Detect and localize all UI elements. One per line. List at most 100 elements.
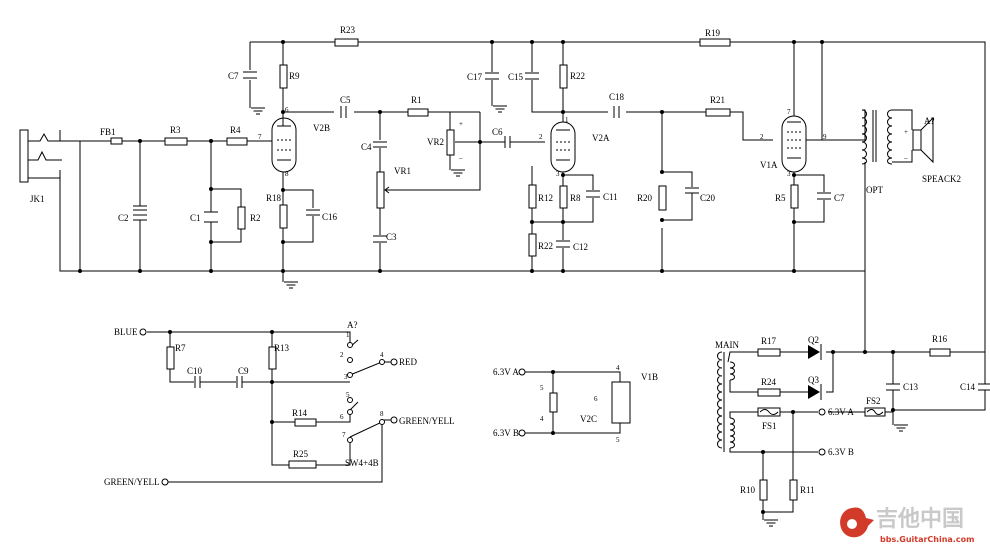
c14-label: C14 [960, 382, 976, 392]
capacitor-c11 [586, 190, 600, 198]
capacitor-c10 [194, 376, 201, 388]
resistor-r19 [699, 38, 731, 47]
vr2-minus: – [458, 154, 463, 162]
sw-pin5: 5 [346, 391, 350, 399]
capacitor-c15 [525, 72, 539, 80]
heater-6v3a-terminal [518, 368, 526, 376]
capacitor-c4 [373, 141, 387, 148]
sw-pin1: 1 [346, 331, 350, 339]
potentiometer-vr1 [376, 171, 395, 209]
ground-vr2 [450, 169, 466, 177]
capacitor-c12 [556, 240, 570, 248]
v2b-pin6: 6 [285, 106, 289, 114]
c10-label: C10 [187, 366, 203, 376]
c12-label: C12 [573, 242, 588, 252]
r25-label: R25 [293, 449, 309, 459]
r1-label: R1 [411, 95, 422, 105]
c13-label: C13 [903, 382, 919, 392]
resistor-r10 [759, 479, 768, 501]
v1a-pin2: 2 [760, 133, 764, 141]
c4-label: C4 [361, 142, 372, 152]
v2b-pin8: 8 [285, 170, 289, 178]
v2a-pin3: 3 [556, 170, 560, 178]
v2c-pin4: 4 [540, 415, 544, 423]
v1a-pin7: 7 [787, 108, 791, 116]
watermark-url: bbs.GuitarChina.com [880, 535, 974, 544]
spk-minus: – [903, 154, 908, 162]
v2c-label: V2C [580, 414, 597, 424]
c7-cathode-label: C7 [834, 193, 845, 203]
resistor-r18 [279, 204, 288, 229]
ground-c17 [492, 105, 508, 113]
v2b-pin7: 7 [258, 133, 262, 141]
r8-label: R8 [570, 193, 581, 203]
ground-r10 [763, 519, 779, 527]
tube-v1a [781, 115, 807, 173]
fs1-label: FS1 [762, 421, 777, 431]
v2c-pin6: 6 [594, 395, 598, 403]
capacitor-c3 [373, 235, 387, 243]
sw4-label: SW4+4B [345, 458, 379, 468]
v2a-label: V2A [592, 133, 610, 143]
v1b-label: V1B [641, 372, 658, 382]
red-label: RED [399, 357, 418, 367]
switch-a-label: A? [347, 320, 358, 330]
spk-plus: + [904, 128, 908, 136]
main-label: MAIN [715, 340, 739, 350]
potentiometer-vr2 [446, 129, 462, 156]
r12-label: R12 [538, 193, 553, 203]
r16-label: R16 [932, 334, 948, 344]
v2a-pin2: 2 [539, 133, 543, 141]
capacitor-c18 [613, 106, 620, 118]
ground-main [283, 281, 299, 289]
fuse-fs1 [757, 407, 781, 417]
greenyell-terminal-2 [161, 478, 169, 486]
opt-label: OPT [866, 185, 884, 195]
speaker-a-label: A? [924, 116, 935, 126]
v1a-pin9: 9 [823, 133, 827, 141]
watermark-guitar-logo [840, 507, 874, 538]
junctions-heater [551, 370, 555, 435]
capacitor-c7-cathode [817, 192, 831, 200]
junctions-switch [168, 330, 274, 424]
capacitor-c9 [236, 376, 243, 388]
resistor-r1 [407, 108, 429, 117]
resistor-r21 [705, 108, 731, 117]
r3-label: R3 [170, 125, 181, 135]
v1b-pin4: 4 [616, 364, 620, 372]
resistor-r9 [279, 64, 288, 89]
c18-label: C18 [609, 92, 625, 102]
v1a-label: V1A [760, 160, 778, 170]
r24-label: R24 [761, 377, 777, 387]
capacitor-c2-plates [133, 209, 147, 216]
resistor-r20 [658, 185, 667, 211]
greenyell-label-1: GREEN/YELL [399, 416, 455, 426]
r22-cathode-label: R22 [538, 241, 553, 251]
r11-label: R11 [800, 485, 815, 495]
upper-wires [50, 41, 986, 352]
c1-label: C1 [190, 213, 201, 223]
heater-v2c [549, 392, 558, 413]
blue-terminal [139, 328, 147, 336]
c17-label: C17 [467, 72, 483, 82]
power-wires [727, 271, 986, 520]
c2-label: C2 [118, 213, 129, 223]
resistor-r25 [288, 460, 317, 469]
junctions-upper [78, 40, 824, 273]
capacitor-c17 [485, 72, 499, 80]
v2a-pin1: 1 [565, 116, 569, 124]
supply-6v3a-label: 6.3V A [828, 407, 854, 417]
capacitor-c20 [685, 187, 699, 194]
r13-label: R13 [274, 343, 290, 353]
sw-pin3: 3 [344, 373, 348, 381]
capacitor-c2 [133, 205, 147, 221]
sw-pin6: 6 [340, 413, 344, 421]
capacitor-c5 [340, 106, 347, 118]
greenyell-label-2: GREEN/YELL [104, 477, 160, 487]
heater-6v3a-label: 6.3V A [493, 367, 519, 377]
r4-label: R4 [230, 125, 241, 135]
v1a-pin3: 3 [787, 170, 791, 178]
heater-6v3b-label: 6.3V B [493, 428, 519, 438]
speaker-label: SPEACK2 [922, 174, 961, 184]
capacitor-c14 [978, 383, 990, 391]
